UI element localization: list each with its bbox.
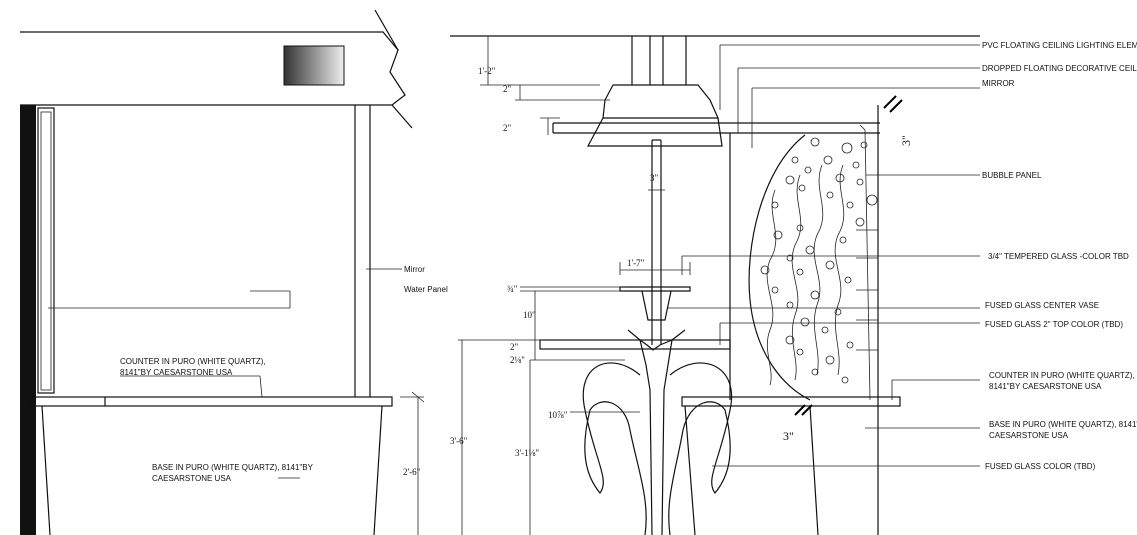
dim-3-1-8: 3'-1⅛" bbox=[515, 448, 539, 458]
dim-10-7-8: 10⅞" bbox=[548, 410, 568, 420]
label-top-color: FUSED GLASS 2" TOP COLOR (TBD) bbox=[985, 320, 1123, 329]
dim-3-6: 3'-6" bbox=[450, 436, 468, 446]
label-counter-2: 8141"BY CAESARSTONE USA bbox=[120, 368, 233, 377]
break-line bbox=[374, 9, 399, 51]
wall-section bbox=[20, 105, 36, 535]
shelf-support bbox=[641, 290, 672, 321]
break-line-lower bbox=[391, 104, 413, 129]
label-dropped-ceiling: DROPPED FLOATING DECORATIVE CEILING bbox=[982, 64, 1137, 73]
fused-glass-flame-left bbox=[582, 362, 647, 535]
dim-tick bbox=[801, 404, 813, 416]
label-tempered-glass: 3/4" TEMPERED GLASS -COLOR TBD bbox=[988, 252, 1129, 261]
fused-glass-flame-right bbox=[668, 362, 733, 535]
base-side bbox=[373, 405, 383, 535]
wave-strand bbox=[766, 189, 777, 386]
glass-shelf bbox=[619, 286, 691, 292]
dim-2a: 2" bbox=[503, 84, 512, 94]
left-elevation: 2'-6" Mirror Water Panel COUNTER IN PURO… bbox=[20, 9, 448, 535]
glass-edge bbox=[859, 124, 871, 401]
label-bubble-panel: BUBBLE PANEL bbox=[982, 171, 1042, 180]
dim-tick bbox=[883, 95, 897, 109]
label-fused-glass-color: FUSED GLASS COLOR (TBD) bbox=[985, 462, 1096, 471]
right-elevation: 1'-2" 2" 2" 3" 1'-7" ¾" 10" 2" 2⅛" 10⅞" … bbox=[450, 35, 1137, 535]
dim-3-4: ¾" bbox=[507, 284, 518, 294]
vase-top bbox=[639, 339, 673, 351]
dim-3-bottom: 3" bbox=[783, 429, 794, 443]
ceiling-light-element bbox=[602, 84, 719, 119]
dim-2c: 2" bbox=[510, 342, 519, 352]
label-base-1: BASE IN PURO (WHITE QUARTZ), 8141"BY bbox=[152, 463, 314, 472]
label-water-panel: Water Panel bbox=[404, 285, 448, 294]
bubble-panel-outline bbox=[748, 134, 811, 401]
ceiling-soffit bbox=[20, 31, 406, 106]
label-center-vase: FUSED GLASS CENTER VASE bbox=[985, 301, 1099, 310]
dim-10: 10" bbox=[523, 310, 536, 320]
counter-slab bbox=[539, 339, 731, 350]
mirror-inner bbox=[40, 111, 52, 391]
wave-strand bbox=[813, 164, 824, 376]
dimension-height: 2'-6" bbox=[403, 467, 421, 477]
base-leg bbox=[684, 405, 696, 535]
dimension-tick bbox=[411, 391, 425, 403]
dim-3-top: 3" bbox=[899, 135, 913, 146]
label-counter-right-1: COUNTER IN PURO (WHITE QUARTZ), bbox=[989, 371, 1135, 380]
leader bbox=[259, 375, 263, 398]
dim-3-stem: 3" bbox=[650, 173, 659, 183]
bubbles bbox=[760, 137, 878, 384]
dim-2-1-8: 2⅛" bbox=[510, 355, 525, 365]
label-base-2: CAESARSTONE USA bbox=[152, 474, 232, 483]
label-base-right-2: CAESARSTONE USA bbox=[989, 431, 1069, 440]
decorative-ceiling bbox=[586, 117, 723, 147]
label-pvc-ceiling: PVC FLOATING CEILING LIGHTING ELEMENT bbox=[982, 41, 1137, 50]
light-fixture bbox=[283, 45, 345, 86]
vase-right bbox=[661, 329, 686, 535]
dim-2b: 2" bbox=[503, 123, 512, 133]
mirror-edge bbox=[37, 107, 55, 394]
wave-strand bbox=[834, 164, 845, 376]
dim-1-7: 1'-7" bbox=[627, 258, 645, 268]
vase-left bbox=[627, 329, 653, 535]
dim-tick bbox=[889, 99, 903, 113]
label-counter-1: COUNTER IN PURO (WHITE QUARTZ), bbox=[120, 357, 266, 366]
dim-tick bbox=[794, 404, 806, 416]
label-mirror-right: MIRROR bbox=[982, 79, 1015, 88]
wave-strand bbox=[791, 174, 802, 381]
counter-top-right bbox=[681, 396, 901, 407]
counter-top bbox=[29, 396, 393, 407]
label-base-right-1: BASE IN PURO (WHITE QUARTZ), 8141"BY bbox=[989, 420, 1137, 429]
label-mirror: Mirror bbox=[404, 265, 425, 274]
dim-1-2: 1'-2" bbox=[478, 66, 496, 76]
label-counter-right-2: 8141"BY CAESARSTONE USA bbox=[989, 382, 1102, 391]
base-side bbox=[41, 405, 51, 535]
base-leg bbox=[809, 405, 819, 535]
